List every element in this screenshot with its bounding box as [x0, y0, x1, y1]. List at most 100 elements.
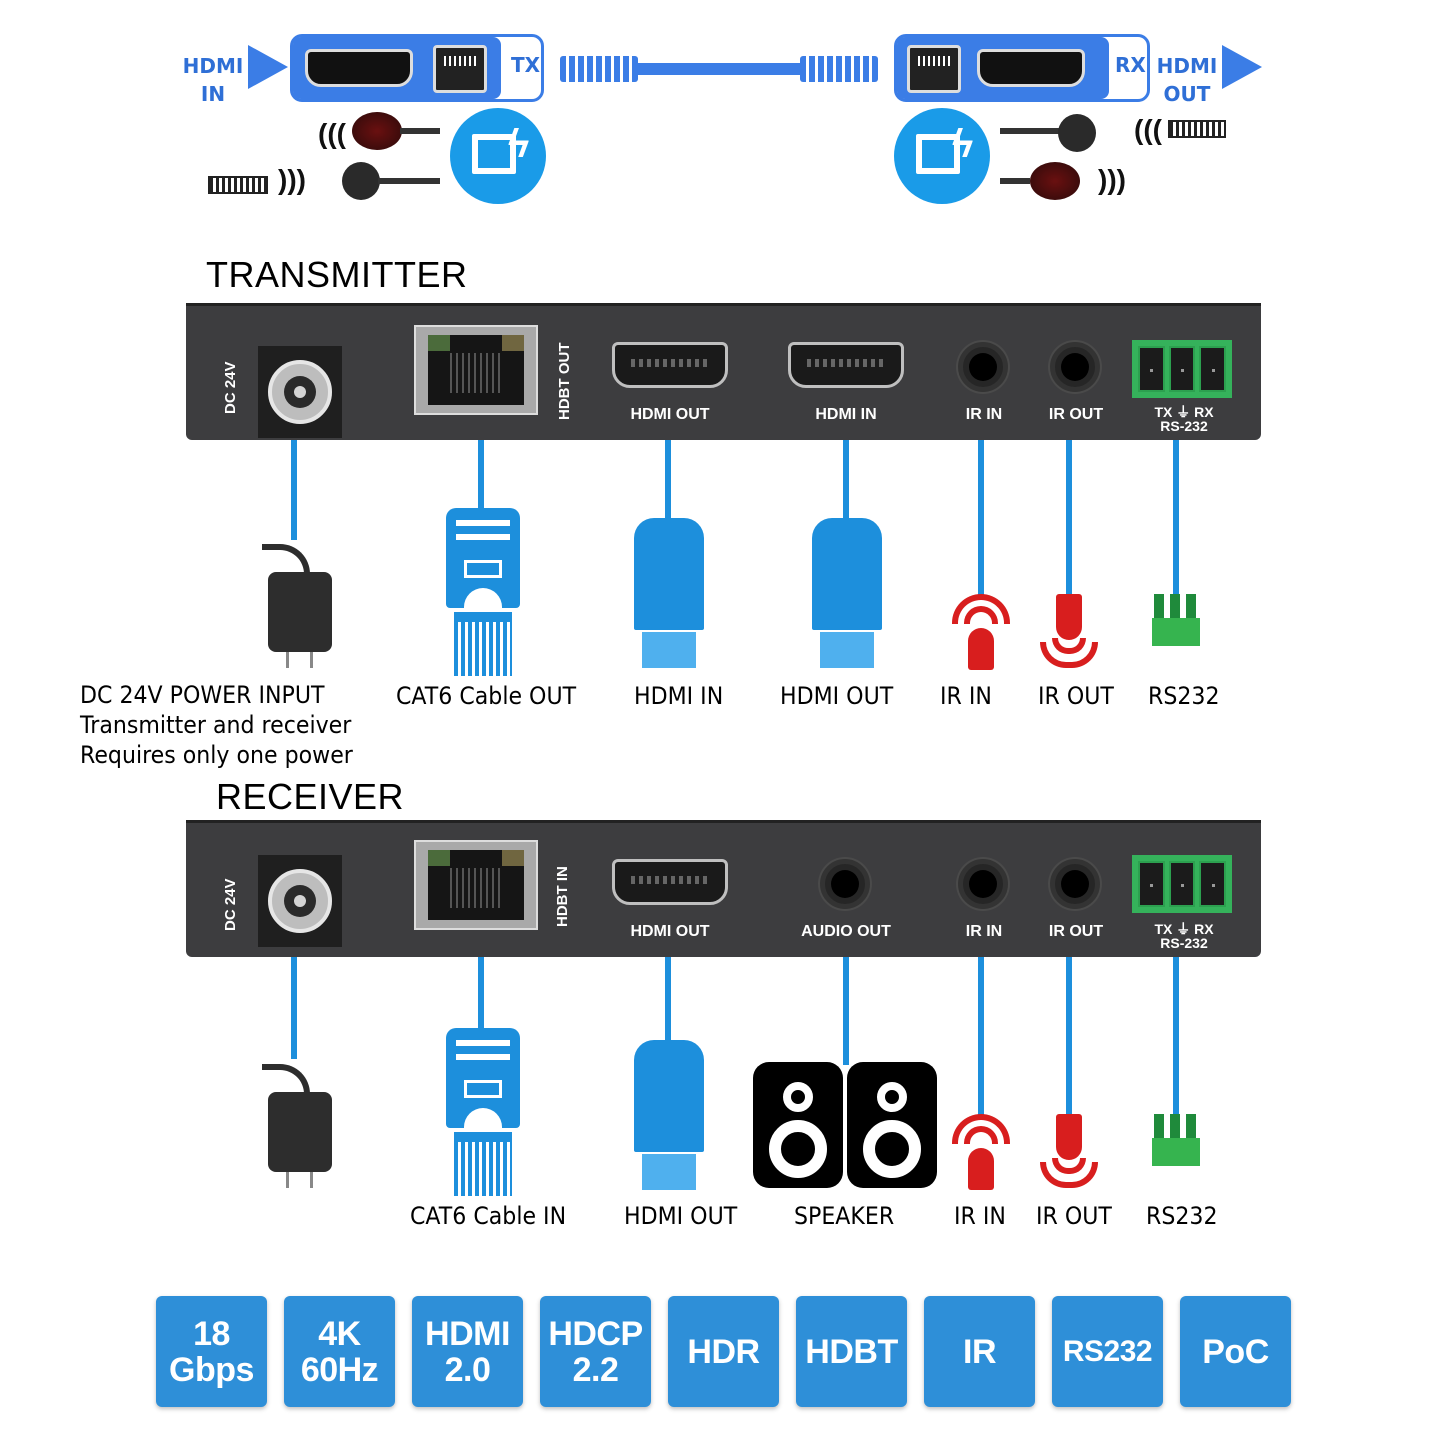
ir-receiver-icon [1030, 162, 1080, 200]
led-green [428, 850, 450, 866]
emitter-body [1056, 594, 1082, 640]
port-label-audio-out: AUDIO OUT [801, 923, 891, 940]
tweeter [877, 1082, 907, 1112]
power-adapter-icon [268, 1092, 332, 1188]
hdmi-out-port [612, 342, 728, 388]
rj45-pins [450, 353, 500, 393]
tx-tag: TX [511, 53, 541, 77]
tx-device-box: TX [290, 34, 544, 102]
power-line1: DC 24V POWER INPUT [80, 681, 325, 709]
transmitter-panel: DC 24V HDBT OUT HDMI OUT HDMI IN IR IN I… [186, 303, 1261, 440]
hdmi-port-icon [305, 49, 413, 87]
cat6-cable [478, 440, 484, 512]
tx-hdmi-in-line2: IN [200, 82, 226, 106]
rs232-terminal [1132, 855, 1232, 913]
led-yellow [502, 335, 524, 351]
tx-hdmi-in-line1: HDMI [182, 54, 244, 78]
poc-port-shape [472, 134, 516, 174]
hdmi-in-label: HDMI IN [634, 682, 724, 710]
woofer [769, 1120, 827, 1178]
dc-24v-label: DC 24V [222, 361, 239, 414]
poc-icon: ϟ [450, 108, 546, 204]
hdbt-out-label: HDBT OUT [556, 342, 573, 421]
dc-power-jack [258, 346, 342, 438]
hdmi-plug-icon [634, 518, 704, 630]
port-label-hdmi-out: HDMI OUT [630, 406, 710, 423]
ir-in-jack [958, 859, 1008, 909]
power-line2: Transmitter and receiver [80, 711, 352, 739]
prong [310, 652, 313, 668]
signal-waves-icon: ((( [318, 118, 346, 149]
rj45-contacts-icon [454, 612, 512, 676]
terminal-pin [1186, 1114, 1196, 1140]
terminal-rx [1199, 861, 1227, 907]
hdmi-out-port [612, 859, 728, 905]
ir-receiver-icon [352, 112, 402, 150]
rx-hdmi-out-line2: OUT [1163, 82, 1211, 106]
cat6-out-label: CAT6 Cable OUT [396, 682, 577, 710]
prong [310, 1172, 313, 1188]
cat6-cable [478, 957, 484, 1033]
ir-out-label: IR OUT [1038, 682, 1114, 710]
power-line3: Requires only one power [80, 741, 353, 769]
terminal-rx [1199, 346, 1227, 392]
cat6-in-label: CAT6 Cable IN [410, 1202, 567, 1230]
rj45-plug-icon [446, 1028, 520, 1128]
jack-ring [268, 869, 332, 933]
ir-out-label: IR OUT [1036, 1202, 1112, 1230]
sensor-body [968, 628, 994, 670]
hdmi-plug-tip [820, 632, 874, 668]
plug-ridge [456, 534, 510, 540]
ir-out-jack [1050, 859, 1100, 909]
plug-ridge [456, 520, 510, 526]
hdmi-plug-icon [812, 518, 882, 630]
wave-arc [1040, 1162, 1098, 1188]
rj45-pins [450, 868, 500, 908]
terminal-gnd [1168, 346, 1196, 392]
wave-arc [964, 606, 998, 624]
plug-arch [464, 1108, 502, 1128]
receiver-panel: DC 24V HDBT IN HDMI OUT AUDIO OUT IR IN … [186, 820, 1261, 957]
rs232-pin-labels: TX ⏚ RX [1154, 921, 1214, 937]
hdbt-rj45-port [414, 325, 538, 415]
feature-badge-resolution: 4K 60Hz [284, 1296, 395, 1407]
hdbt-in-label: HDBT IN [554, 866, 571, 927]
ir-out-cable [1066, 440, 1072, 598]
wave-arc [964, 1126, 998, 1144]
rj45-pins [918, 56, 950, 66]
feature-badge-poc: PoC [1180, 1296, 1291, 1407]
output-arrow-icon [1222, 45, 1262, 89]
ir-out-jack [1050, 342, 1100, 392]
hdmi-cable-b [843, 440, 849, 522]
cable-line [636, 63, 800, 75]
hdmi-out-label: HDMI OUT [780, 682, 894, 710]
terminal-pin [1170, 1114, 1180, 1140]
plug-arch [464, 588, 502, 608]
hdmi-cable-a [665, 440, 671, 522]
led-yellow [502, 850, 524, 866]
feature-badge-bandwidth: 18 Gbps [156, 1296, 267, 1407]
emitter-body [1056, 1114, 1082, 1160]
port-label-hdmi-out: HDMI OUT [630, 923, 710, 940]
ir-receiver-cord [1000, 178, 1030, 184]
ir-in-label: IR IN [954, 1202, 1006, 1230]
tweeter [783, 1082, 813, 1112]
ir-in-jack [958, 342, 1008, 392]
power-adapter-icon [268, 572, 332, 668]
tx-hdmi-in-label: HDMI IN [180, 52, 246, 108]
terminal-pin [1154, 1114, 1164, 1140]
hdmi-out-label: HDMI OUT [624, 1202, 738, 1230]
terminal-body [1152, 1138, 1200, 1166]
rj45-contacts-icon [454, 1132, 512, 1196]
power-cable [291, 440, 297, 540]
feature-badge-hdbt: HDBT [796, 1296, 907, 1407]
port-label-ir-out: IR OUT [1048, 406, 1104, 423]
signal-waves-icon: ((( [1134, 114, 1162, 145]
port-label-hdmi-in: HDMI IN [815, 406, 877, 423]
rs232-label: RS-232 [1160, 418, 1208, 434]
rx-tag: RX [1115, 53, 1146, 77]
jack-pin [294, 895, 306, 907]
rs232-label: RS-232 [1160, 935, 1208, 951]
ir-in-label: IR IN [940, 682, 992, 710]
hdmi-cable [665, 957, 671, 1043]
